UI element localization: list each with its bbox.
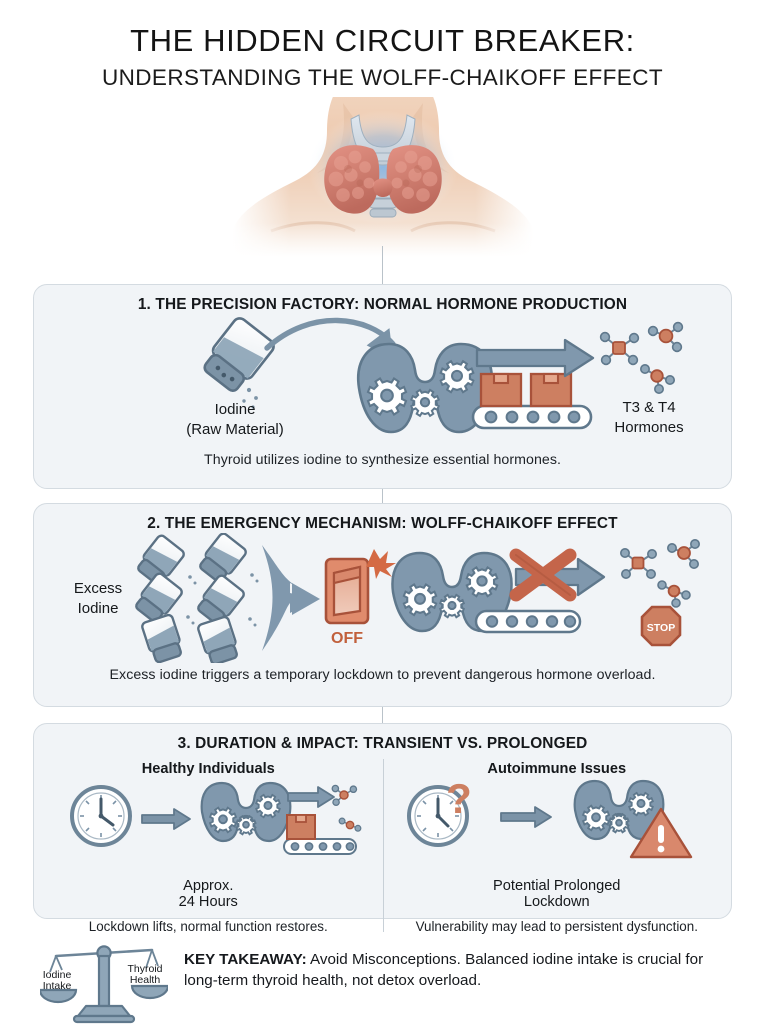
section-duration-impact: 3. DURATION & IMPACT: TRANSIENT VS. PROL… <box>33 723 732 934</box>
column-autoimmune-issues: Autoimmune Issues <box>383 755 732 934</box>
box-icon <box>286 814 316 840</box>
excess-iodine-label-line2: Iodine <box>77 600 118 617</box>
page-subtitle: UNDERSTANDING THE WOLFF-CHAIKOFF EFFECT <box>101 64 664 90</box>
clock-icon <box>406 785 469 847</box>
header: THE HIDDEN CIRCUIT BREAKER: UNDERSTANDIN… <box>0 0 765 91</box>
section-precision-factory: 1. THE PRECISION FACTORY: NORMAL HORMONE… <box>33 284 732 489</box>
column-2-heading: Autoimmune Issues <box>487 761 627 777</box>
column-1-heading: Healthy Individuals <box>141 761 275 777</box>
column-healthy-individuals: Healthy Individuals <box>34 755 383 934</box>
connector-line-hero <box>382 246 384 284</box>
section-3-title: 3. DURATION & IMPACT: TRANSIENT VS. PROL… <box>177 735 588 752</box>
salt-shaker-group-icon <box>134 533 258 663</box>
iodine-grains-icon <box>241 387 258 409</box>
thyroid-gears-icon <box>573 779 664 841</box>
connector-line-1-2 <box>382 489 384 503</box>
scale-left-label-line2: Intake <box>43 980 72 992</box>
arrow-right-icon <box>499 806 552 828</box>
section-1-caption: Thyroid utilizes iodine to synthesize es… <box>204 452 561 468</box>
section-2-caption: Excess iodine triggers a temporary lockd… <box>109 667 656 683</box>
approx-label-line2: 24 Hours <box>178 894 238 910</box>
conveyor-belt-icon <box>474 609 581 634</box>
page-title: THE HIDDEN CIRCUIT BREAKER: <box>130 23 635 58</box>
section-emergency-mechanism: 2. THE EMERGENCY MECHANISM: WOLFF-CHAIKO… <box>33 503 732 707</box>
balance-scale-icon: Iodine Intake Thyroid Health <box>38 942 170 1029</box>
section-1-title: 1. THE PRECISION FACTORY: NORMAL HORMONE… <box>137 296 628 313</box>
warning-triangle-icon <box>629 807 692 859</box>
toggle-switch-off-icon <box>324 557 369 625</box>
thyroid-gears-icon <box>200 781 292 843</box>
excess-iodine-label-line1: Excess <box>73 580 121 597</box>
takeaway-body: Avoid Misconceptions. Balanced iodine in… <box>184 951 704 989</box>
clock-icon <box>70 785 132 847</box>
salt-shaker-icon <box>202 317 275 392</box>
section-1-diagram: Iodine (Raw Material) T3 & T4 Hormones <box>34 314 731 446</box>
arrow-right-icon <box>287 786 335 808</box>
thyroid-anatomy-illustration <box>0 96 765 257</box>
hormone-label-line1: T3 & T4 <box>622 399 675 416</box>
question-mark-icon: ? <box>446 775 472 822</box>
arrow-right-icon <box>141 808 191 830</box>
svg-text:?: ? <box>446 777 472 822</box>
stop-sign-icon: STOP <box>640 605 681 647</box>
healthy-diagram <box>70 781 362 855</box>
scale-left-label-line1: Iodine <box>43 969 72 981</box>
hormone-label-line2: Hormones <box>614 419 683 436</box>
molecule-icon <box>619 539 700 608</box>
red-x-icon <box>509 548 576 602</box>
connector-line-2-3 <box>382 707 384 723</box>
section-3-columns: Healthy Individuals <box>34 755 731 934</box>
takeaway-text: KEY TAKEAWAY: Avoid Misconceptions. Bala… <box>184 940 730 991</box>
footer-takeaway: Iodine Intake Thyroid Health KEY TAKEAWA… <box>38 940 730 1029</box>
molecule-icon <box>599 321 683 394</box>
conveyor-belt-icon <box>471 404 592 430</box>
prolonged-label-line2: Lockdown <box>523 894 590 910</box>
box-icon <box>479 372 572 408</box>
scale-right-label-line2: Health <box>130 974 161 986</box>
switch-off-label: OFF <box>331 630 363 647</box>
column-divider <box>382 759 384 932</box>
column-2-caption: Vulnerability may lead to persistent dys… <box>415 919 698 934</box>
molecule-icon <box>331 784 362 832</box>
scale-right-label-line1: Thyroid <box>127 963 162 975</box>
iodine-label-line1: Iodine <box>214 401 255 418</box>
spark-icon <box>365 549 396 579</box>
takeaway-label: KEY TAKEAWAY: <box>184 951 307 968</box>
iodine-label-line2: (Raw Material) <box>186 421 284 438</box>
autoimmune-diagram: ? <box>406 775 692 859</box>
thyroid-gears-icon <box>356 342 493 434</box>
column-1-caption: Lockdown lifts, normal function restores… <box>88 919 328 934</box>
section-2-title: 2. THE EMERGENCY MECHANISM: WOLFF-CHAIKO… <box>147 515 618 532</box>
funnel-arrow-icon <box>261 545 320 651</box>
thyroid-gland-shape <box>323 144 442 214</box>
prolonged-label-line1: Potential Prolonged <box>493 878 621 894</box>
approx-label-line1: Approx. <box>183 878 234 894</box>
stop-sign-label: STOP <box>646 622 674 634</box>
section-2-diagram: Excess Iodine <box>34 533 731 663</box>
conveyor-belt-icon <box>283 838 357 855</box>
arrow-right-icon <box>475 338 594 378</box>
